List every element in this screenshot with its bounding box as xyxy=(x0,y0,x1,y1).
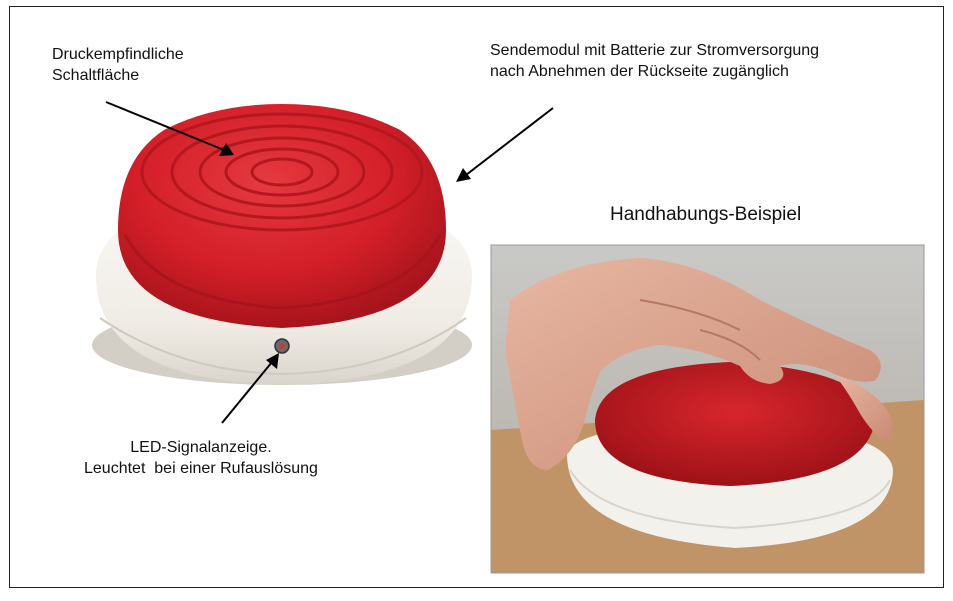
led-label-line2: Leuchtet bei einer Rufauslösung xyxy=(84,460,318,477)
arrow-to-module xyxy=(456,107,554,182)
red-call-button-icon xyxy=(92,104,472,385)
led-label: LED-Signalanzeige. Leuchtet bei einer Ruf… xyxy=(84,437,318,479)
led-label-line1: LED-Signalanzeige. xyxy=(130,439,272,456)
module-label-line2: nach Abnehmen der Rückseite zugänglich xyxy=(490,63,789,80)
arrow-to-led xyxy=(221,353,279,424)
button-label-line2: Schaltfläche xyxy=(52,67,140,84)
example-title: Handhabungs-Beispiel xyxy=(610,204,802,225)
hand-pressing-button-photo xyxy=(490,244,925,574)
module-label-line1: Sendemodul mit Batterie zur Stromversorg… xyxy=(490,42,820,59)
button-label-line1: Druckempfindliche xyxy=(52,46,184,63)
module-label: Sendemodul mit Batterie zur Stromversorg… xyxy=(490,40,819,82)
arrow-to-button xyxy=(105,101,234,156)
